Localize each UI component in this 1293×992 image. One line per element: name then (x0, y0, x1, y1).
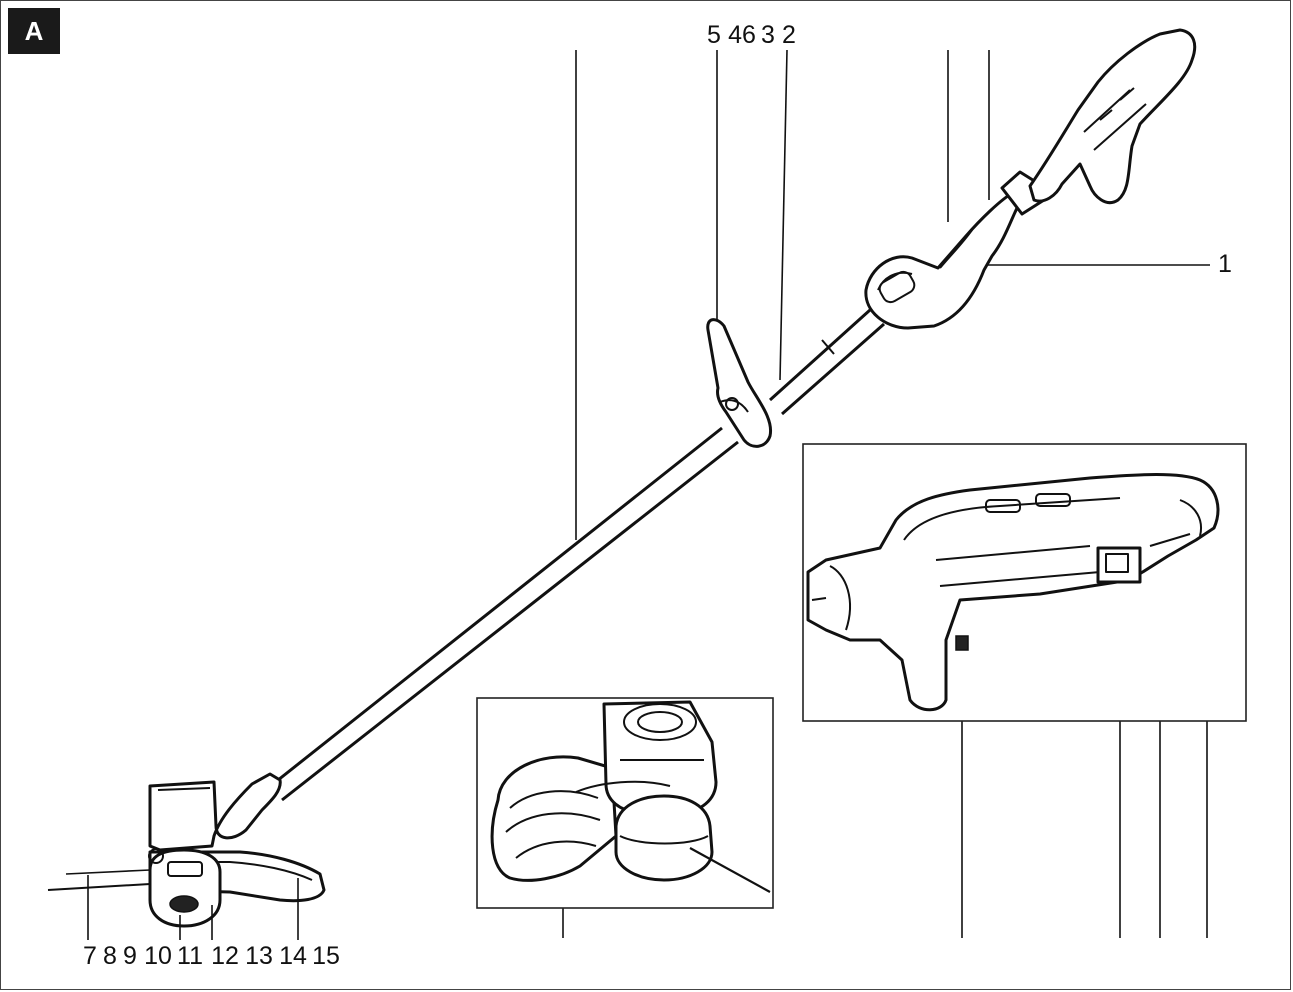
top-label-3: 3 (761, 21, 775, 49)
bottom-label-14: 14 (279, 942, 307, 970)
figure-badge (8, 8, 60, 54)
bottom-label-9: 9 (123, 942, 137, 970)
figure-badge-label: A (25, 16, 44, 46)
bottom-label-13: 13 (245, 942, 273, 970)
bottom-label-10: 10 (144, 942, 172, 970)
bottom-label-11: 11 (177, 942, 203, 970)
bottom-label-15: 15 (312, 942, 340, 970)
rear-handle (864, 28, 1197, 330)
bottom-label-8: 8 (103, 942, 117, 970)
top-label-46: 46 (728, 21, 756, 49)
cutting-head (47, 772, 326, 928)
side-label-1: 1 (1218, 250, 1232, 278)
top-label-5: 5 (707, 21, 721, 49)
inset-cutting-head (476, 697, 774, 909)
bottom-label-12: 12 (211, 942, 239, 970)
top-leader-lines (575, 49, 1210, 540)
bottom-label-7: 7 (83, 942, 97, 970)
top-label-2: 2 (782, 21, 796, 49)
trimmer-shaft (267, 308, 885, 802)
auxiliary-handle (706, 318, 773, 448)
inset-battery-holder (802, 443, 1247, 722)
